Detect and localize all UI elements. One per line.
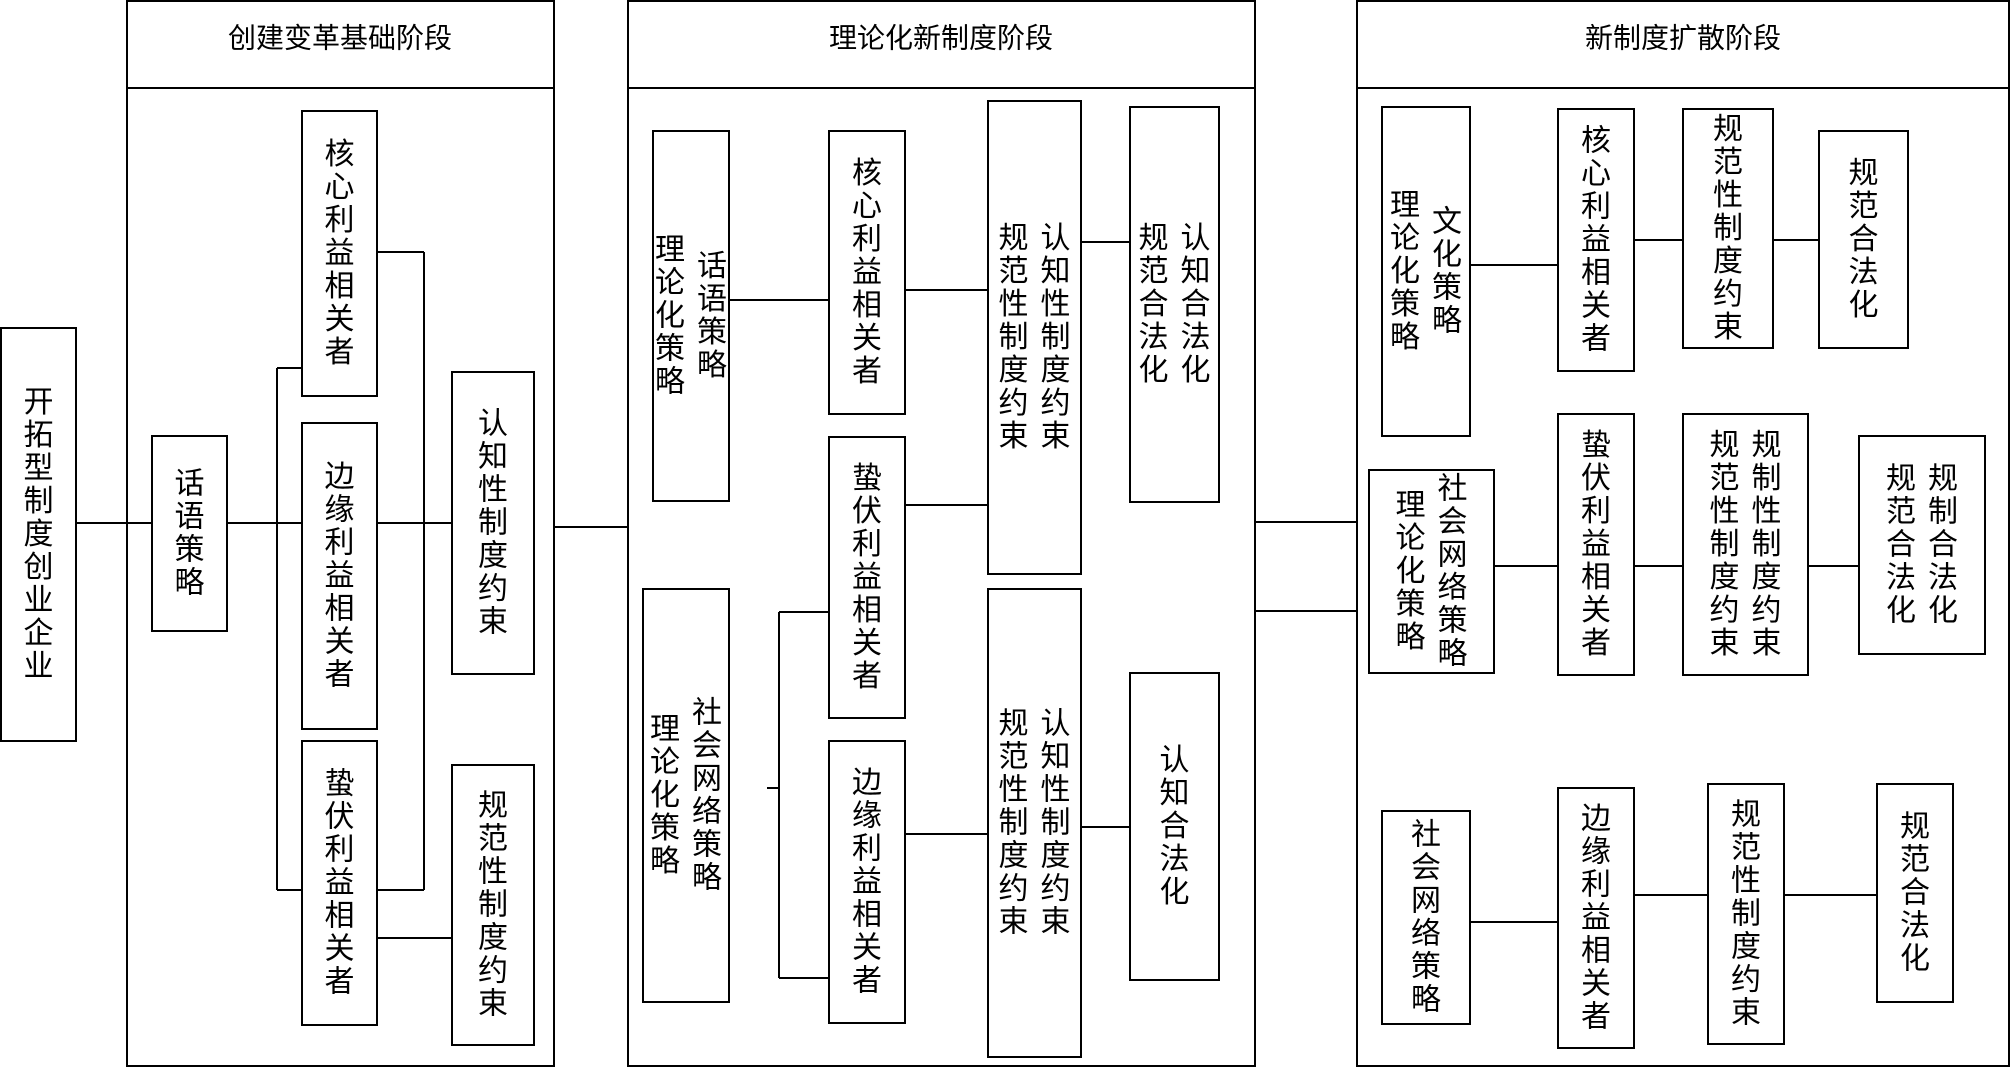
node-label: 核心利益相关者	[1581, 124, 1611, 357]
node-label: 认知性制度约束	[478, 407, 508, 640]
node-label: 认知合法化	[1181, 221, 1211, 388]
node-label: 核心利益相关者	[325, 137, 355, 370]
node-label: 规制性制度约束	[1752, 428, 1782, 661]
node-root: 开拓型制度创业企业	[0, 327, 77, 742]
node-label: 理论化策略	[1390, 188, 1420, 355]
node-s3-legit-a: 规范合法化	[1818, 130, 1909, 349]
node-label: 规范性制度约束	[1713, 112, 1743, 345]
node-label: 认知性制度约束	[1041, 221, 1071, 454]
node-label: 规范性制度约束	[999, 221, 1029, 454]
node-label: 规范性制度约束	[478, 789, 508, 1022]
node-label: 规范合法化	[1900, 810, 1930, 977]
node-s3-edge: 边缘利益相关者	[1557, 787, 1635, 1049]
node-s2-legit-b: 认知合法化	[1129, 672, 1220, 981]
node-label: 规范合法化	[1849, 156, 1879, 323]
node-label: 规范性制度约束	[999, 707, 1029, 940]
node-label: 规范合法化	[1139, 221, 1169, 388]
node-label: 边缘利益相关者	[1581, 802, 1611, 1035]
node-label: 社会网络策略	[1411, 818, 1441, 1018]
node-label: 社会网络策略	[692, 696, 722, 896]
node-s3-latent: 蛰伏利益相关者	[1557, 413, 1635, 676]
node-s1-strategy: 话语策略	[151, 435, 228, 632]
stage-frame-1: 创建变革基础阶段	[126, 0, 555, 1067]
node-s3-legit-c: 规范合法化	[1876, 783, 1954, 1003]
node-s3-strat-c: 社会网络策略	[1381, 810, 1471, 1025]
node-label: 蛰伏利益相关者	[1581, 428, 1611, 661]
node-label: 文化策略	[1432, 205, 1462, 339]
node-label: 认知合法化	[1160, 743, 1190, 910]
node-s2-core: 核心利益相关者	[828, 130, 906, 415]
node-label: 蛰伏利益相关者	[325, 767, 355, 1000]
stage-title-3: 新制度扩散阶段	[1585, 22, 1781, 55]
node-label: 边缘利益相关者	[325, 460, 355, 693]
node-label: 话语策略	[697, 249, 727, 383]
node-label: 开拓型制度创业企业	[24, 385, 54, 684]
node-s1-core: 核心利益相关者	[301, 110, 378, 397]
node-label: 规范性制度约束	[1731, 798, 1761, 1031]
node-label: 蛰伏利益相关者	[852, 461, 882, 694]
node-label: 认知性制度约束	[1041, 707, 1071, 940]
node-s1-edge: 边缘利益相关者	[301, 422, 378, 730]
node-label: 规范合法化	[1886, 462, 1916, 629]
node-s2-edge: 边缘利益相关者	[828, 740, 906, 1024]
node-s1-normative: 规范性制度约束	[451, 764, 535, 1046]
connectors	[76, 239, 1877, 979]
node-label: 理论化策略	[655, 233, 685, 400]
node-label: 规制合法化	[1928, 462, 1958, 629]
stage-frame-2: 理论化新制度阶段	[627, 0, 1256, 1067]
node-s2-latent: 蛰伏利益相关者	[828, 436, 906, 719]
node-s3-core: 核心利益相关者	[1557, 108, 1635, 372]
node-s1-cognitive: 认知性制度约束	[451, 371, 535, 675]
stage-frame-3: 新制度扩散阶段	[1356, 0, 2010, 1067]
node-label: 边缘利益相关者	[852, 766, 882, 999]
stage-title-2: 理论化新制度阶段	[829, 22, 1053, 55]
node-label: 规范性制度约束	[1710, 428, 1740, 661]
node-label: 话语策略	[175, 467, 205, 601]
stage-title-1: 创建变革基础阶段	[228, 22, 452, 55]
node-s3-constraint-c: 规范性制度约束	[1707, 783, 1785, 1045]
node-label: 理论化策略	[1396, 488, 1426, 655]
node-label: 社会网络策略	[1438, 472, 1468, 672]
node-s3-constraint-a: 规范性制度约束	[1682, 108, 1774, 349]
node-s1-latent: 蛰伏利益相关者	[301, 740, 378, 1026]
node-label: 核心利益相关者	[852, 156, 882, 389]
node-label: 理论化策略	[650, 712, 680, 879]
